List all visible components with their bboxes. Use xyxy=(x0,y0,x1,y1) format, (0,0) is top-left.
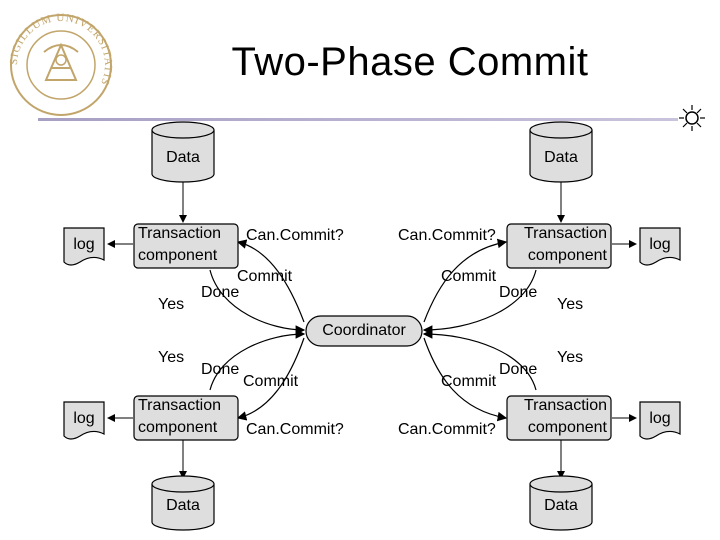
log-document-bottom-right xyxy=(639,401,681,440)
database-label-top-right: Data xyxy=(544,149,578,166)
component-label-line1-bottom-right: Transaction xyxy=(524,397,607,414)
can-commit-label-bottom-right: Can.Commit? xyxy=(398,421,496,438)
can-commit-label-top-left: Can.Commit? xyxy=(246,227,344,244)
yes-label-top-right: Yes xyxy=(557,296,584,313)
sun-emblem-icon xyxy=(679,105,705,131)
log-label-top-right: log xyxy=(649,236,671,253)
component-label-line1-top-left: Transaction xyxy=(138,225,221,242)
transaction-component-bottom-left xyxy=(133,395,239,441)
database-label-bottom-left: Data xyxy=(166,497,200,514)
coordinator-label: Coordinator xyxy=(322,322,406,339)
log-document-bottom-left xyxy=(63,401,105,440)
title-divider xyxy=(38,118,678,121)
log-document-top-left xyxy=(63,227,105,266)
yes-label-bottom-right: Yes xyxy=(557,349,584,366)
log-label-top-left: log xyxy=(73,236,95,253)
commit-label-top-left: Commit xyxy=(237,268,293,285)
coordinator-node xyxy=(305,315,423,347)
database-top-left xyxy=(151,121,215,183)
done-label-top-left: Done xyxy=(201,284,240,301)
commit-label-top-right: Commit xyxy=(441,268,497,285)
can-commit-label-bottom-left: Can.Commit? xyxy=(246,421,344,438)
university-seal-icon: SIGILLUM UNIVERSITATIS xyxy=(8,12,113,116)
database-label-top-left: Data xyxy=(166,149,200,166)
component-label-line2-top-right: component xyxy=(527,247,607,264)
done-label-bottom-right: Done xyxy=(499,361,538,378)
yes-label-top-left: Yes xyxy=(158,296,185,313)
database-bottom-right xyxy=(529,475,593,531)
log-label-bottom-left: log xyxy=(73,410,95,427)
transaction-component-top-left xyxy=(133,223,239,269)
transaction-component-bottom-right xyxy=(506,395,612,441)
component-label-line2-bottom-right: component xyxy=(527,419,607,436)
log-document-top-right xyxy=(639,227,681,266)
can-commit-label-top-right: Can.Commit? xyxy=(398,227,496,244)
slide-title: Two-Phase Commit xyxy=(231,40,589,84)
commit-label-bottom-left: Commit xyxy=(243,373,299,390)
database-label-bottom-right: Data xyxy=(544,497,578,514)
database-top-right xyxy=(529,121,593,183)
transaction-component-top-right xyxy=(506,223,612,269)
done-label-top-right: Done xyxy=(499,284,538,301)
component-label-line1-top-right: Transaction xyxy=(524,225,607,242)
log-label-bottom-right: log xyxy=(649,410,671,427)
component-label-line2-top-left: component xyxy=(138,247,218,264)
done-label-bottom-left: Done xyxy=(201,361,240,378)
component-label-line1-bottom-left: Transaction xyxy=(138,397,221,414)
database-bottom-left xyxy=(151,475,215,531)
yes-label-bottom-left: Yes xyxy=(158,349,185,366)
component-label-line2-bottom-left: component xyxy=(138,419,218,436)
commit-label-bottom-right: Commit xyxy=(441,373,497,390)
